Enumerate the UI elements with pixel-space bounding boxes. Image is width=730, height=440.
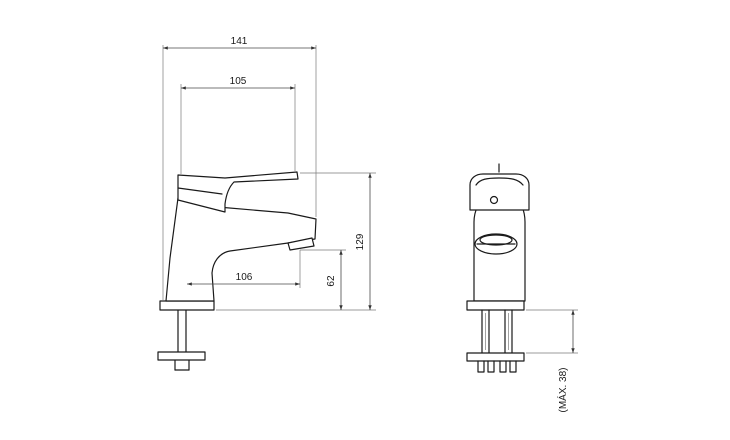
front-indicator-dot: [489, 195, 499, 205]
side-base-flange: [159, 300, 215, 311]
front-base-flange: [466, 300, 525, 311]
dimension-max-38: (MÁX. 38): [556, 367, 569, 412]
side-lever-handle: [177, 171, 299, 213]
dimension-141: 141: [231, 36, 248, 47]
dimension-129: 129: [355, 233, 366, 250]
dimension-106: 106: [236, 272, 253, 283]
side-body-spout: [165, 197, 317, 302]
side-tie-rod: [157, 309, 206, 371]
front-lever-handle: [469, 173, 530, 211]
front-tie-rods: [466, 309, 525, 373]
side-view: [157, 171, 317, 371]
dimension-105: 105: [230, 76, 247, 87]
dimension-62: 62: [326, 275, 337, 287]
side-aerator: [287, 237, 315, 251]
side-dimensions: 141 105 106 62 129: [162, 36, 376, 311]
front-view: [466, 163, 530, 373]
front-dimensions: (MÁX. 38): [526, 309, 578, 413]
